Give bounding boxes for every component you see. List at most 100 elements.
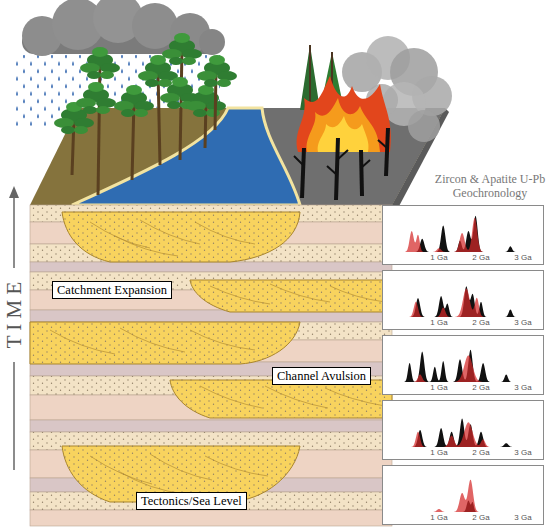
wildfire bbox=[318, 116, 369, 152]
wildfire bbox=[378, 140, 387, 148]
axis-tick-label: 1 Ga bbox=[424, 448, 454, 458]
age-spectrum-panel: 1 Ga 2 Ga 3 Ga bbox=[382, 205, 544, 265]
wildfire bbox=[302, 148, 304, 198]
age-spectrum-panel: 1 Ga 2 Ga 3 Ga bbox=[382, 465, 544, 525]
cross-bedding bbox=[120, 328, 185, 352]
strata-bands bbox=[30, 205, 392, 526]
axis-tick-label: 1 Ga bbox=[424, 318, 454, 328]
wildfire bbox=[386, 128, 388, 176]
axis-tick-label: 2 Ga bbox=[466, 513, 496, 523]
age-spectrum-panel: 1 Ga 2 Ga 3 Ga bbox=[382, 270, 544, 330]
trees bbox=[114, 85, 154, 117]
cross-bedding bbox=[90, 222, 150, 248]
axis-tick-label: 2 Ga bbox=[466, 253, 496, 263]
detrital-age-peaks bbox=[393, 480, 542, 512]
wildfire bbox=[337, 150, 348, 160]
wildfire bbox=[327, 166, 337, 175]
channel-sand-bodies bbox=[170, 380, 392, 418]
process-label: Catchment Expansion bbox=[57, 282, 167, 298]
cross-bedding bbox=[50, 220, 385, 494]
cross-bedding bbox=[50, 330, 115, 354]
rain-cloud bbox=[199, 29, 225, 55]
detrital-age-peaks bbox=[393, 216, 542, 252]
time-arrow bbox=[13, 362, 15, 470]
age-spectrum-panel: 1 Ga 2 Ga 3 Ga bbox=[382, 335, 544, 395]
cross-bedding bbox=[265, 386, 328, 408]
process-label-box: Channel Avulsion bbox=[272, 367, 371, 385]
axis-tick-label: 1 Ga bbox=[424, 383, 454, 393]
trees bbox=[162, 33, 202, 65]
axis-tick-label: 2 Ga bbox=[466, 318, 496, 328]
detrital-age-peaks bbox=[393, 418, 542, 447]
channel-texture bbox=[30, 322, 300, 364]
cross-bedding bbox=[325, 388, 385, 406]
trees bbox=[72, 118, 74, 175]
rain-cloud bbox=[132, 3, 178, 49]
axis-tick-label: 3 Ga bbox=[508, 318, 538, 328]
trees bbox=[215, 70, 216, 130]
strata-bands bbox=[30, 262, 392, 272]
axis-tick-label: 3 Ga bbox=[508, 383, 538, 393]
cross-bedding bbox=[90, 456, 152, 484]
process-label: Channel Avulsion bbox=[277, 368, 366, 384]
trees bbox=[197, 55, 237, 87]
sand-texture bbox=[30, 492, 392, 510]
strata-bands bbox=[30, 492, 392, 510]
method-caption: Zircon & Apatite U-Pb Geochronology bbox=[434, 172, 546, 200]
channel-texture bbox=[170, 380, 392, 418]
trees bbox=[98, 62, 100, 195]
axis-tick-label: 1 Ga bbox=[424, 513, 454, 523]
axis-tick-label: 3 Ga bbox=[508, 253, 538, 263]
axis-tick-label: 3 Ga bbox=[508, 513, 538, 523]
wildfire bbox=[361, 160, 370, 168]
cross-bedding bbox=[150, 454, 212, 480]
detrital-age-peaks bbox=[393, 289, 542, 318]
time-axis-label: T I M E bbox=[2, 265, 26, 365]
age-spectrum-panel: 1 Ga 2 Ga 3 Ga bbox=[382, 400, 544, 460]
axis-tick-label: 1 Ga bbox=[424, 253, 454, 263]
block-top-surface bbox=[72, 108, 300, 205]
channel-sand-bodies bbox=[62, 212, 300, 262]
cross-bedding bbox=[270, 284, 330, 302]
detrital-age-peaks bbox=[393, 286, 542, 317]
rain-cloud bbox=[15, 0, 225, 127]
channel-texture bbox=[30, 212, 392, 502]
time-arrow bbox=[13, 196, 15, 268]
cross-bedding bbox=[115, 236, 178, 256]
cross-bedding bbox=[200, 386, 262, 408]
cross-bedding bbox=[205, 456, 268, 476]
wildfire bbox=[408, 110, 440, 142]
trees bbox=[80, 47, 120, 79]
wildfire bbox=[294, 36, 452, 200]
channel-texture bbox=[190, 280, 392, 312]
cross-bedding bbox=[210, 286, 270, 304]
strata-bands bbox=[30, 510, 392, 526]
cross-bedding bbox=[330, 286, 385, 302]
time-arrow bbox=[9, 186, 19, 198]
axis-tick-label: 3 Ga bbox=[508, 448, 538, 458]
trees bbox=[186, 85, 226, 117]
cross-bedding bbox=[120, 472, 185, 494]
strata-bands bbox=[30, 420, 392, 432]
trees bbox=[76, 82, 116, 114]
wildfire bbox=[336, 138, 338, 200]
cross-bedding bbox=[140, 220, 200, 244]
wildfire bbox=[294, 156, 303, 165]
detrital-age-peaks bbox=[393, 218, 542, 252]
wildfire bbox=[307, 98, 380, 152]
axis-tick-label: 2 Ga bbox=[466, 448, 496, 458]
wildfire bbox=[361, 150, 362, 196]
trees bbox=[54, 33, 237, 195]
detrital-age-peaks bbox=[393, 350, 542, 382]
axis-tick-label: 2 Ga bbox=[466, 383, 496, 393]
process-label-box: Tectonics/Sea Level bbox=[136, 492, 247, 510]
cross-bedding bbox=[190, 330, 255, 350]
cross-bedding bbox=[195, 222, 255, 244]
channel-texture bbox=[62, 212, 300, 262]
sand-texture bbox=[30, 205, 392, 510]
wildfire bbox=[297, 76, 391, 152]
process-label-box: Catchment Expansion bbox=[52, 281, 172, 299]
channel-sand-bodies bbox=[30, 212, 392, 502]
detrital-age-peaks bbox=[393, 355, 542, 382]
